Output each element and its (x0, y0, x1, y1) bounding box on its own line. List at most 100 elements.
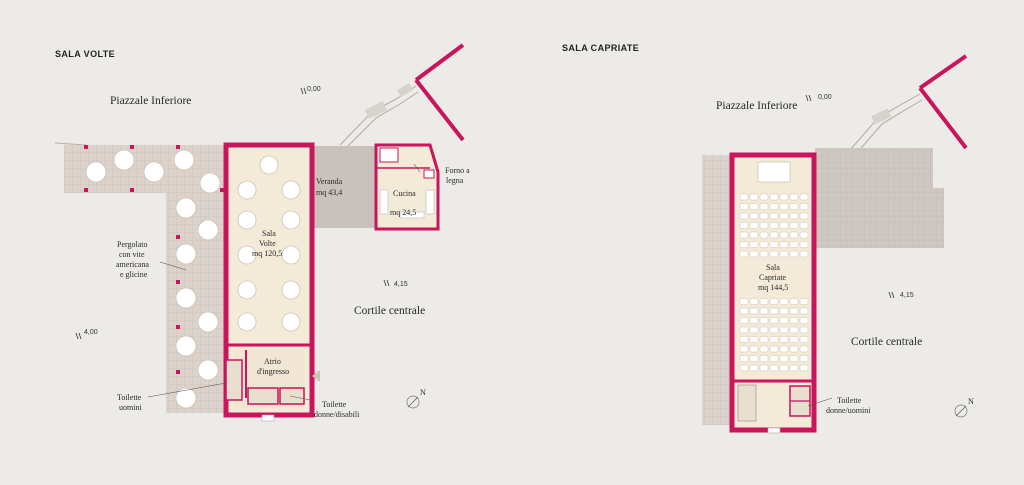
seat (739, 355, 749, 362)
label-toilette-donne-2: donne/disabili (314, 410, 360, 419)
seat (749, 326, 759, 334)
label-sala-area: mq 120,5 (252, 249, 282, 258)
plan-title: SALA VOLTE (55, 49, 115, 59)
elevation-marks-right-plan (805, 94, 895, 299)
seat (789, 203, 799, 210)
seat (789, 355, 799, 362)
seat (789, 231, 799, 239)
seat (749, 298, 759, 305)
path-line (54, 142, 87, 146)
seat (749, 222, 759, 229)
seat (739, 241, 749, 248)
label-elevation-top: 0,00 (307, 86, 321, 93)
seat (779, 193, 789, 201)
seat (749, 212, 759, 220)
seat (799, 364, 809, 372)
seat (769, 364, 779, 372)
label-sala-right: Sala (766, 263, 780, 272)
seat (749, 336, 759, 343)
seat (789, 326, 799, 334)
seat (779, 355, 789, 362)
veranda (314, 146, 378, 228)
seat (759, 326, 769, 334)
label-toilette-uomini: Toilette (117, 393, 142, 402)
pergola-tables (85, 149, 221, 409)
label-toilette-donne: Toilette (322, 400, 347, 409)
pergola-posts (84, 145, 224, 374)
seat (739, 203, 749, 210)
seat (759, 212, 769, 220)
seat (769, 222, 779, 229)
compass-icon (406, 395, 420, 409)
seat (749, 307, 759, 315)
capriate-services (737, 384, 811, 434)
label-veranda-area: mq 43,4 (316, 188, 342, 197)
seat (749, 231, 759, 239)
seat (779, 241, 789, 248)
label-forno-2: legna (446, 176, 464, 185)
seat (779, 298, 789, 305)
seat (739, 326, 749, 334)
seat (759, 307, 769, 315)
seat (749, 364, 759, 372)
label-toilette-right-2: donne/uomini (826, 406, 871, 415)
seat (739, 250, 749, 258)
label-cortile: Cortile centrale (354, 305, 425, 317)
label-atrio: Atrio (264, 357, 281, 366)
seat (779, 203, 789, 210)
seat (799, 231, 809, 239)
seat (779, 364, 789, 372)
seat (779, 336, 789, 343)
label-pergolato: Pergolato (117, 240, 148, 249)
label-pergolato-4: e glicine (120, 270, 148, 279)
seating-rows (739, 193, 809, 372)
seat (789, 364, 799, 372)
label-sala-area-right: mq 144,5 (758, 283, 788, 292)
label-toilette-right: Toilette (837, 396, 862, 405)
leader-lines-left (147, 163, 421, 401)
label-sala-name: Volte (259, 239, 276, 248)
seat (759, 355, 769, 362)
label-toilette-uomini-2: uomini (119, 403, 142, 412)
label-sala: Sala (262, 229, 276, 238)
seat (769, 307, 779, 315)
seat (739, 193, 749, 201)
seat (739, 298, 749, 305)
label-elevation-top-right: 0,00 (818, 94, 832, 101)
label-cucina-area: mq 24,5 (390, 208, 416, 217)
plan-sala-capriate: SALA CAPRIATE Piazzale Inferiore 0,00 Sa… (562, 43, 974, 434)
seat (769, 212, 779, 220)
elevation-marks-left-plan (75, 87, 390, 340)
seat (799, 193, 809, 201)
seat (769, 326, 779, 334)
seat (739, 345, 749, 353)
seat (749, 317, 759, 324)
label-atrio-2: d'ingresso (257, 367, 289, 376)
label-elevation-right: 4,15 (394, 281, 408, 288)
seat (769, 250, 779, 258)
seat (789, 222, 799, 229)
seat (739, 364, 749, 372)
seat (739, 212, 749, 220)
label-north-right: N (968, 397, 974, 406)
seat (799, 241, 809, 248)
seat (749, 241, 759, 248)
seat (749, 345, 759, 353)
seat (759, 222, 769, 229)
seat (769, 345, 779, 353)
seat (769, 355, 779, 362)
seat (739, 222, 749, 229)
seat (779, 317, 789, 324)
kitchen (374, 143, 440, 231)
seat (749, 193, 759, 201)
seat (789, 250, 799, 258)
seat (769, 231, 779, 239)
seat (759, 364, 769, 372)
label-veranda: Veranda (316, 177, 343, 186)
leader-toilette-right (807, 397, 833, 407)
label-forno: Forno a (445, 166, 470, 175)
seat (779, 250, 789, 258)
seat (799, 203, 809, 210)
seat (759, 336, 769, 343)
seat (779, 326, 789, 334)
